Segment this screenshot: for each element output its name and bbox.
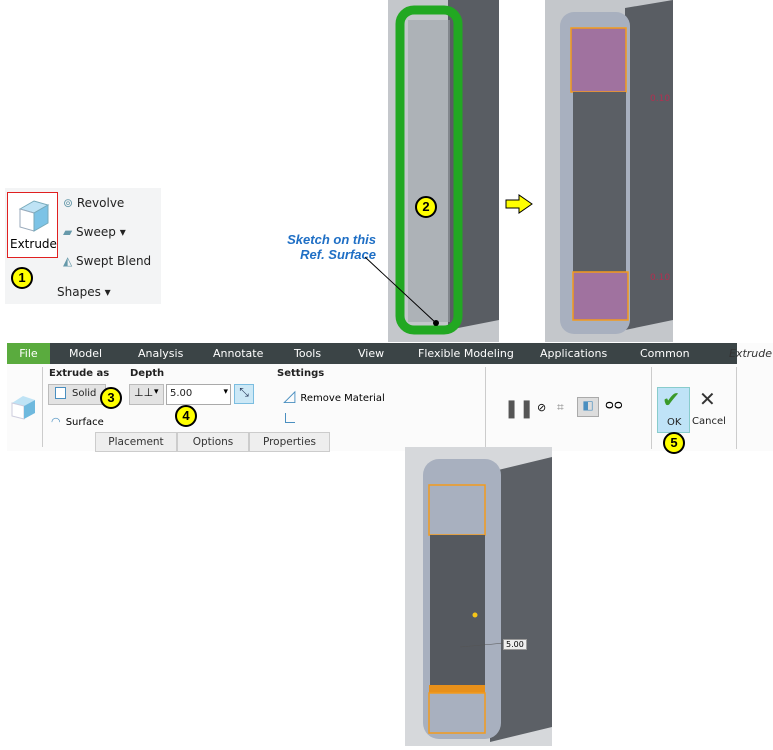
callout-2: 2 <box>415 196 437 218</box>
extrude-feature-icon <box>11 396 35 420</box>
sketch-viewport: 2 <box>388 0 499 342</box>
shapes-panel: Extrude ⊚ Revolve ▰ Sweep ▾ ◭ Swept Blen… <box>5 188 161 304</box>
ribbon-tab-bar: File Model Analysis Annotate Tools View … <box>7 343 737 364</box>
cancel-label: Cancel <box>692 416 726 427</box>
sketch-model-view <box>388 0 499 342</box>
chevron-down-icon: ▾ <box>104 285 111 299</box>
extrude-model-view <box>405 447 552 746</box>
tab-annotate[interactable]: Annotate <box>213 347 264 360</box>
surface-icon: ◠ <box>51 415 61 428</box>
callout-5: 5 <box>663 432 685 454</box>
tab-analysis[interactable]: Analysis <box>138 347 184 360</box>
depth-type-dropdown[interactable]: ⊥⊥▾ <box>129 384 164 405</box>
sketch-result-viewport: 0.10 0.10 <box>545 0 673 342</box>
tab-flexible-modeling[interactable]: Flexible Modeling <box>418 347 514 360</box>
tab-tools[interactable]: Tools <box>294 347 322 360</box>
extrude-icon <box>18 200 50 232</box>
settings-label: Settings <box>277 368 325 379</box>
dim-top: 0.10 <box>650 94 671 104</box>
depth-value: 5.00 <box>170 388 193 399</box>
pause-button[interactable]: ❚❚ <box>504 398 535 419</box>
annotation-line-2: Ref. Surface <box>300 247 376 262</box>
sweep-button[interactable]: ▰ Sweep ▾ <box>63 225 126 239</box>
extrude-ribbon: File Model Analysis Annotate Tools View … <box>7 343 773 454</box>
verify-glasses-button[interactable]: ᴑᴑ <box>605 398 623 413</box>
swept-blend-label: Swept Blend <box>76 254 152 268</box>
preview-button[interactable]: ⌗ <box>557 400 564 414</box>
blind-depth-icon: ⊥⊥ <box>134 386 154 399</box>
thicken-sketch-button[interactable] <box>285 413 295 423</box>
extrude-preview-viewport: 5.00 <box>405 447 552 746</box>
no-preview-button[interactable]: ⊘ <box>537 401 547 414</box>
annotation-leader <box>364 256 439 326</box>
subtab-options[interactable]: Options <box>177 432 249 452</box>
annotation-line-1: Sketch on this <box>287 232 376 247</box>
close-icon: ✕ <box>699 387 716 411</box>
tab-applications[interactable]: Applications <box>540 347 608 360</box>
remove-material-label: Remove Material <box>300 393 385 404</box>
solid-button[interactable]: Solid <box>48 384 106 405</box>
depth-value-input[interactable]: 5.00 ▾ <box>166 384 231 405</box>
revolve-button[interactable]: ⊚ Revolve <box>63 196 124 210</box>
remove-material-button[interactable]: ◿ Remove Material <box>283 386 385 405</box>
revolve-label: Revolve <box>76 196 125 210</box>
tab-model[interactable]: Model <box>69 347 103 360</box>
flip-direction-button[interactable]: ⤡ <box>234 384 254 404</box>
chevron-down-icon: ▾ <box>119 225 126 239</box>
callout-4: 4 <box>175 405 197 427</box>
checkmark-icon: ✔ <box>662 388 681 413</box>
callout-3: 3 <box>100 387 122 409</box>
shapes-group-label: Shapes <box>57 285 101 299</box>
extrude-button[interactable]: Extrude <box>7 192 58 258</box>
tab-file[interactable]: File <box>7 343 50 364</box>
sketch-result-view <box>545 0 673 342</box>
ok-button[interactable]: ✔ OK <box>657 387 690 433</box>
swept-blend-icon: ◭ <box>63 254 77 268</box>
ok-label: OK <box>667 417 682 428</box>
dim-bottom: 0.10 <box>650 273 671 283</box>
tab-common[interactable]: Common <box>640 347 690 360</box>
surface-button[interactable]: ◠ Surface <box>51 410 104 429</box>
chevron-down-icon: ▾ <box>154 387 159 397</box>
tab-extrude[interactable]: Extrude <box>729 347 773 360</box>
cancel-button[interactable]: ✕ Cancel <box>691 387 726 431</box>
chevron-down-icon: ▾ <box>223 387 228 397</box>
extrude-as-label: Extrude as <box>49 368 110 379</box>
solid-icon <box>55 387 66 399</box>
solid-label: Solid <box>72 388 97 399</box>
subtab-placement[interactable]: Placement <box>95 432 177 452</box>
callout-1: 1 <box>11 267 33 289</box>
extrude-label: Extrude <box>10 237 57 251</box>
sweep-icon: ▰ <box>63 225 77 239</box>
tab-view[interactable]: View <box>358 347 385 360</box>
remove-material-icon: ◿ <box>283 386 296 405</box>
revolve-icon: ⊚ <box>63 196 77 210</box>
sweep-label: Sweep <box>76 225 116 239</box>
swept-blend-button[interactable]: ◭ Swept Blend <box>63 254 151 268</box>
surface-label: Surface <box>65 417 104 428</box>
shapes-group-menu[interactable]: Shapes ▾ <box>57 285 111 299</box>
geometry-preview-button[interactable]: ◧ <box>577 397 599 417</box>
arrow-right-icon <box>505 194 533 214</box>
depth-dimension-label[interactable]: 5.00 <box>503 639 527 650</box>
sketch-annotation: Sketch on this Ref. Surface <box>262 232 376 262</box>
subtab-properties[interactable]: Properties <box>249 432 330 452</box>
depth-label: Depth <box>130 368 165 379</box>
